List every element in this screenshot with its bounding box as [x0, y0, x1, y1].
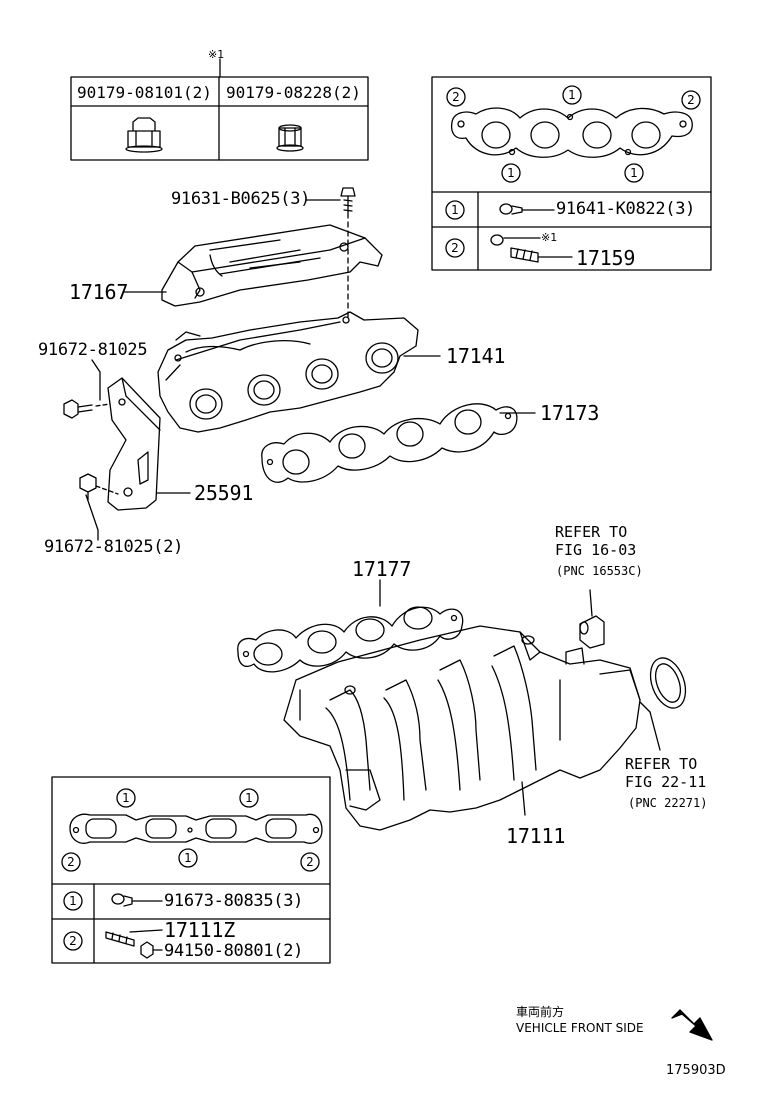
label-heat-insulator: 17167 [69, 280, 129, 304]
ib-callout-1-c: 1 [184, 851, 192, 865]
label-bolt-91631: 91631-B0625(3) [171, 189, 311, 209]
throttle-gasket-drawing [639, 657, 687, 751]
note-mark: ※1 [208, 48, 225, 61]
callout-2-b: 2 [687, 93, 695, 107]
ib-callout-1-a: 1 [122, 791, 130, 805]
callout-1-c: 1 [630, 166, 638, 180]
refer2-line2: FIG 22-11 [625, 773, 707, 791]
diagram-id: 175903D [666, 1063, 726, 1078]
label-stud-17111z: 17111Z [164, 918, 236, 942]
label-intake-gasket: 17177 [352, 557, 412, 581]
callout-1-b: 1 [507, 166, 515, 180]
bolt-91672-drawing [63, 399, 119, 501]
refer2-line1: REFER TO [625, 755, 698, 773]
bolt-91631-drawing [340, 187, 356, 321]
exhaust-manifold-drawing [157, 311, 419, 433]
ib-callout-2-b: 2 [306, 855, 314, 869]
sensor-drawing [579, 589, 605, 649]
label-stud-17159: 17159 [576, 246, 636, 270]
exhaust-gasket-box [431, 76, 712, 271]
row-callout-2: 2 [451, 241, 459, 255]
row-callout-1: 1 [451, 203, 459, 217]
direction-en: VEHICLE FRONT SIDE [516, 1021, 644, 1035]
intake-manifold-drawing [283, 625, 641, 831]
refer1-line1: REFER TO [555, 523, 628, 541]
ib-callout-2-a: 2 [67, 855, 75, 869]
refer1-line2: FIG 16-03 [555, 541, 637, 559]
direction-jp: 車両前方 [516, 1005, 565, 1019]
intake-gasket-drawing [237, 579, 464, 673]
label-bolt-91672-2: 91672-81025(2) [44, 537, 184, 557]
heat-insulator-drawing [161, 224, 383, 307]
label-bolt-91641: 91641-K0822(3) [556, 199, 696, 219]
label-exhaust-manifold: 17141 [446, 344, 506, 368]
exhaust-gasket-drawing [261, 403, 518, 483]
note-mark-box: ※1 [541, 231, 558, 244]
nut-icon [276, 124, 304, 152]
label-stay: 25591 [194, 481, 254, 505]
callout-1-a: 1 [568, 88, 576, 102]
refer2-line3: (PNC 22271) [628, 796, 708, 810]
refer1-line3: (PNC 16553C) [556, 564, 643, 578]
vehicle-front-arrow [671, 1009, 713, 1041]
nut-table-col1: 90179-08101(2) [77, 83, 212, 102]
nut-table [70, 58, 369, 161]
stay-drawing [107, 377, 161, 511]
intake-gasket-box [51, 776, 331, 964]
ib-row-callout-1: 1 [69, 894, 77, 908]
callout-2-a: 2 [452, 90, 460, 104]
label-bolt-91672: 91672-81025 [38, 340, 148, 360]
nut-table-col2: 90179-08228(2) [226, 83, 361, 102]
ib-callout-1-b: 1 [245, 791, 253, 805]
flange-nut-icon [125, 117, 163, 153]
label-bolt-91673: 91673-80835(3) [164, 891, 304, 911]
label-nut-94150: 94150-80801(2) [164, 941, 304, 961]
label-exhaust-gasket: 17173 [540, 401, 600, 425]
ib-row-callout-2: 2 [69, 934, 77, 948]
label-intake-manifold: 17111 [506, 824, 566, 848]
